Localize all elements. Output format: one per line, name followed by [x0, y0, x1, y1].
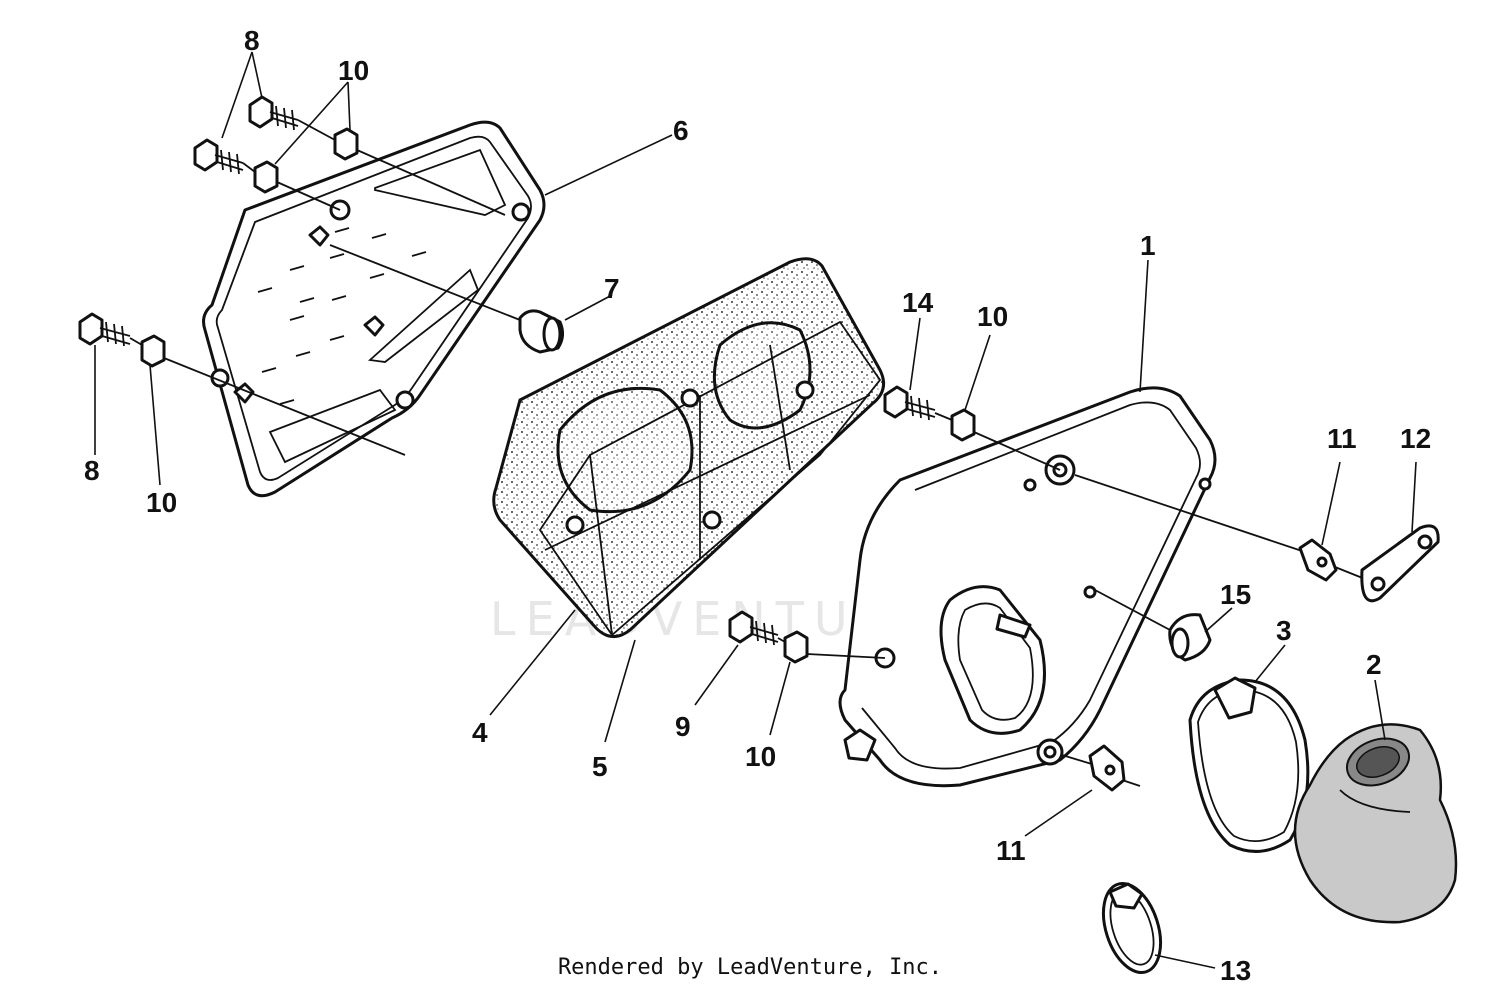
hose-clamp-part-3	[1188, 676, 1310, 853]
clip-part-11-lower	[1088, 744, 1126, 792]
hose-clamp-part-13	[1101, 882, 1163, 974]
bolt-part-14	[883, 385, 936, 421]
bolt-part-8-upper	[248, 95, 299, 131]
callout-2: 2	[1366, 649, 1382, 680]
assembly-axis-lines	[129, 119, 1376, 787]
elbow-boot-part-2	[1293, 723, 1458, 924]
housing-part-1	[838, 386, 1217, 788]
footer-credit-text: Rendered by LeadVenture, Inc.	[557, 955, 943, 980]
callout-12: 12	[1400, 423, 1431, 454]
callout-5: 5	[592, 751, 608, 782]
wire-cage-part-5	[538, 320, 882, 637]
callout-10-upper: 10	[338, 55, 369, 86]
cap-part-15	[1168, 613, 1212, 662]
callout-13: 13	[1220, 955, 1251, 986]
callout-4: 4	[472, 717, 488, 748]
bolt-part-8-left	[78, 312, 131, 347]
callout-6: 6	[673, 115, 689, 146]
callout-14: 14	[902, 287, 934, 318]
callout-1: 1	[1140, 230, 1156, 261]
callout-8-left: 8	[84, 455, 100, 486]
callout-9: 9	[675, 711, 691, 742]
callout-3: 3	[1276, 615, 1292, 646]
callout-8-upper: 8	[244, 25, 260, 56]
callout-15: 15	[1220, 579, 1251, 610]
strap-part-12	[1360, 524, 1440, 603]
callout-10-left: 10	[146, 487, 177, 518]
grommets-part-10	[140, 127, 976, 664]
bolt-part-8-middle	[193, 138, 244, 175]
bolt-part-9	[728, 610, 779, 646]
cover-part-6	[202, 120, 546, 498]
callout-11-lower: 11	[996, 835, 1026, 866]
callout-7: 7	[604, 273, 620, 304]
plug-part-7	[329, 244, 565, 354]
callout-10-right: 10	[977, 301, 1008, 332]
callout-11-upper: 11	[1327, 423, 1357, 454]
clip-part-11-upper	[1298, 538, 1338, 582]
footer-credit: Rendered by LeadVenture, Inc.	[0, 955, 1500, 980]
leader-lines	[94, 51, 1417, 969]
callout-10-lower: 10	[745, 741, 776, 772]
